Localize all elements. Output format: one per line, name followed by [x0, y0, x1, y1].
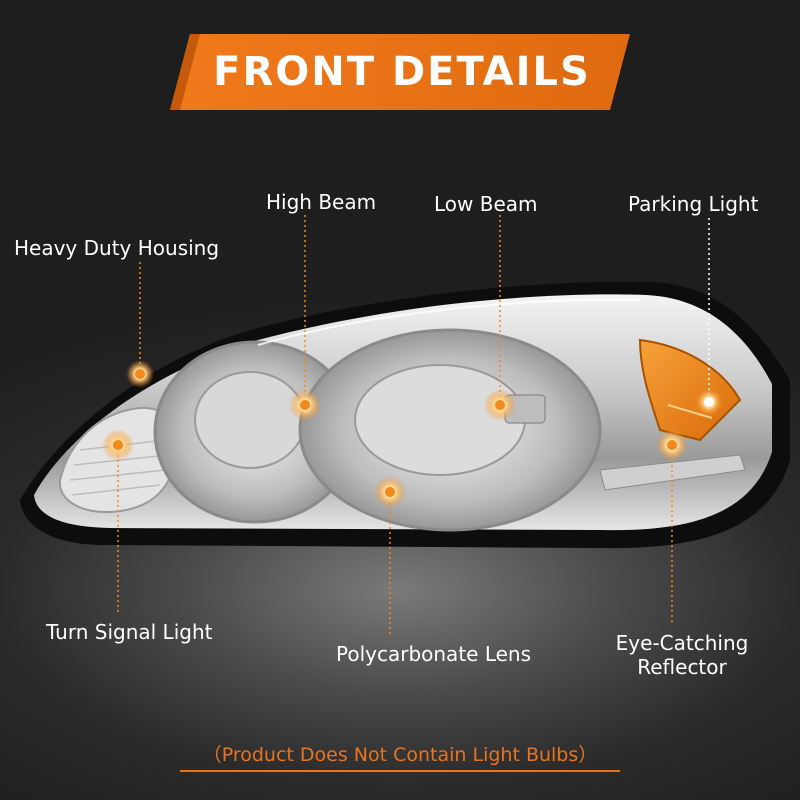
dot-parking [704, 397, 714, 407]
label-parking-light: Parking Light [628, 192, 759, 216]
dot-low-beam [495, 400, 505, 410]
label-eye-catching-line1: Eye-Catching [615, 631, 749, 655]
label-turn-signal-light: Turn Signal Light [46, 620, 213, 644]
label-eye-catching-reflector: Eye-Catching Reflector [612, 631, 752, 679]
dot-turn-signal [113, 440, 123, 450]
parking-light-amber [638, 338, 742, 442]
footer-underline [180, 770, 620, 772]
callout-dots [102, 360, 723, 508]
label-heavy-duty-housing: Heavy Duty Housing [14, 236, 220, 260]
label-high-beam: High Beam [266, 190, 377, 214]
dot-reflector [667, 440, 677, 450]
label-eye-catching-line2: Reflector [637, 655, 727, 679]
label-low-beam: Low Beam [434, 192, 538, 216]
dot-high-beam [300, 400, 310, 410]
page-title: FRONT DETAILS [213, 49, 591, 95]
dot-polycarbonate [385, 487, 395, 497]
label-polycarbonate-lens: Polycarbonate Lens [336, 642, 532, 666]
footer-note: （Product Does Not Contain Light Bulbs） [202, 744, 598, 766]
dot-housing [135, 369, 145, 379]
